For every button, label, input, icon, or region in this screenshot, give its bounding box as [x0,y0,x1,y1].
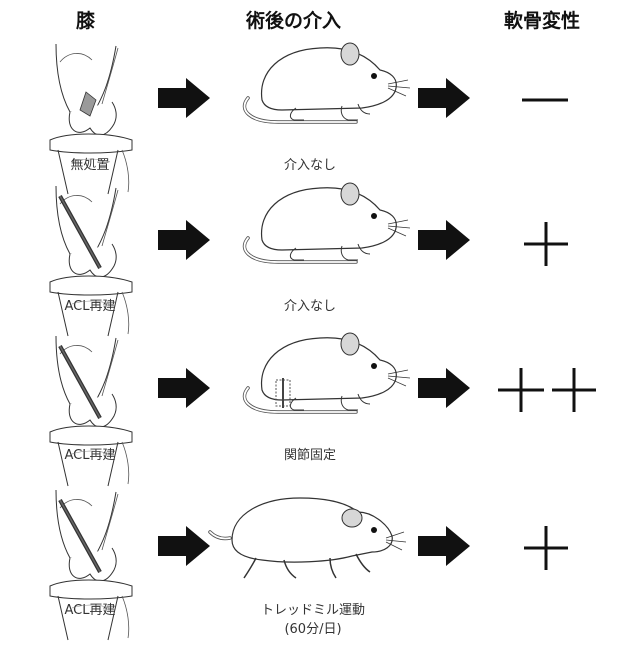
row4-intervention-label: トレッドミル運動 [260,603,365,618]
row2-knee [49,185,133,337]
row3-knee [49,335,133,487]
header-degeneration: 軟骨変性 [504,10,581,32]
row4-arrow-2 [418,526,470,566]
row3-fixation-splint-icon [275,378,291,408]
row1-intervention-label: 介入なし [283,158,336,173]
row3-arrow-2 [418,368,470,408]
row1-mouse [242,41,412,124]
row1-arrow-1 [158,78,210,118]
row4-result-plus [524,526,568,570]
row3-arrow-1 [158,368,210,408]
row1-arrow-2 [418,78,470,118]
row1-knee-label: 無処置 [70,158,110,173]
row3-result-plus-plus [498,368,596,412]
row4-knee [49,489,133,641]
header-knee: 膝 [76,10,96,32]
row2-arrow-1 [158,220,210,260]
row4-running-mouse [208,497,407,579]
header-intervention: 術後の介入 [246,10,342,32]
row3-mouse [242,331,412,414]
row2-intervention-label: 介入なし [283,299,336,314]
row1-knee [49,43,133,195]
row2-arrow-2 [418,220,470,260]
row3-intervention-label: 関節固定 [283,448,336,463]
row2-result-plus [524,222,568,266]
row2-mouse [242,181,412,264]
row4-intervention-label-2: (60分/日) [284,622,342,637]
row4-arrow-1 [158,526,210,566]
